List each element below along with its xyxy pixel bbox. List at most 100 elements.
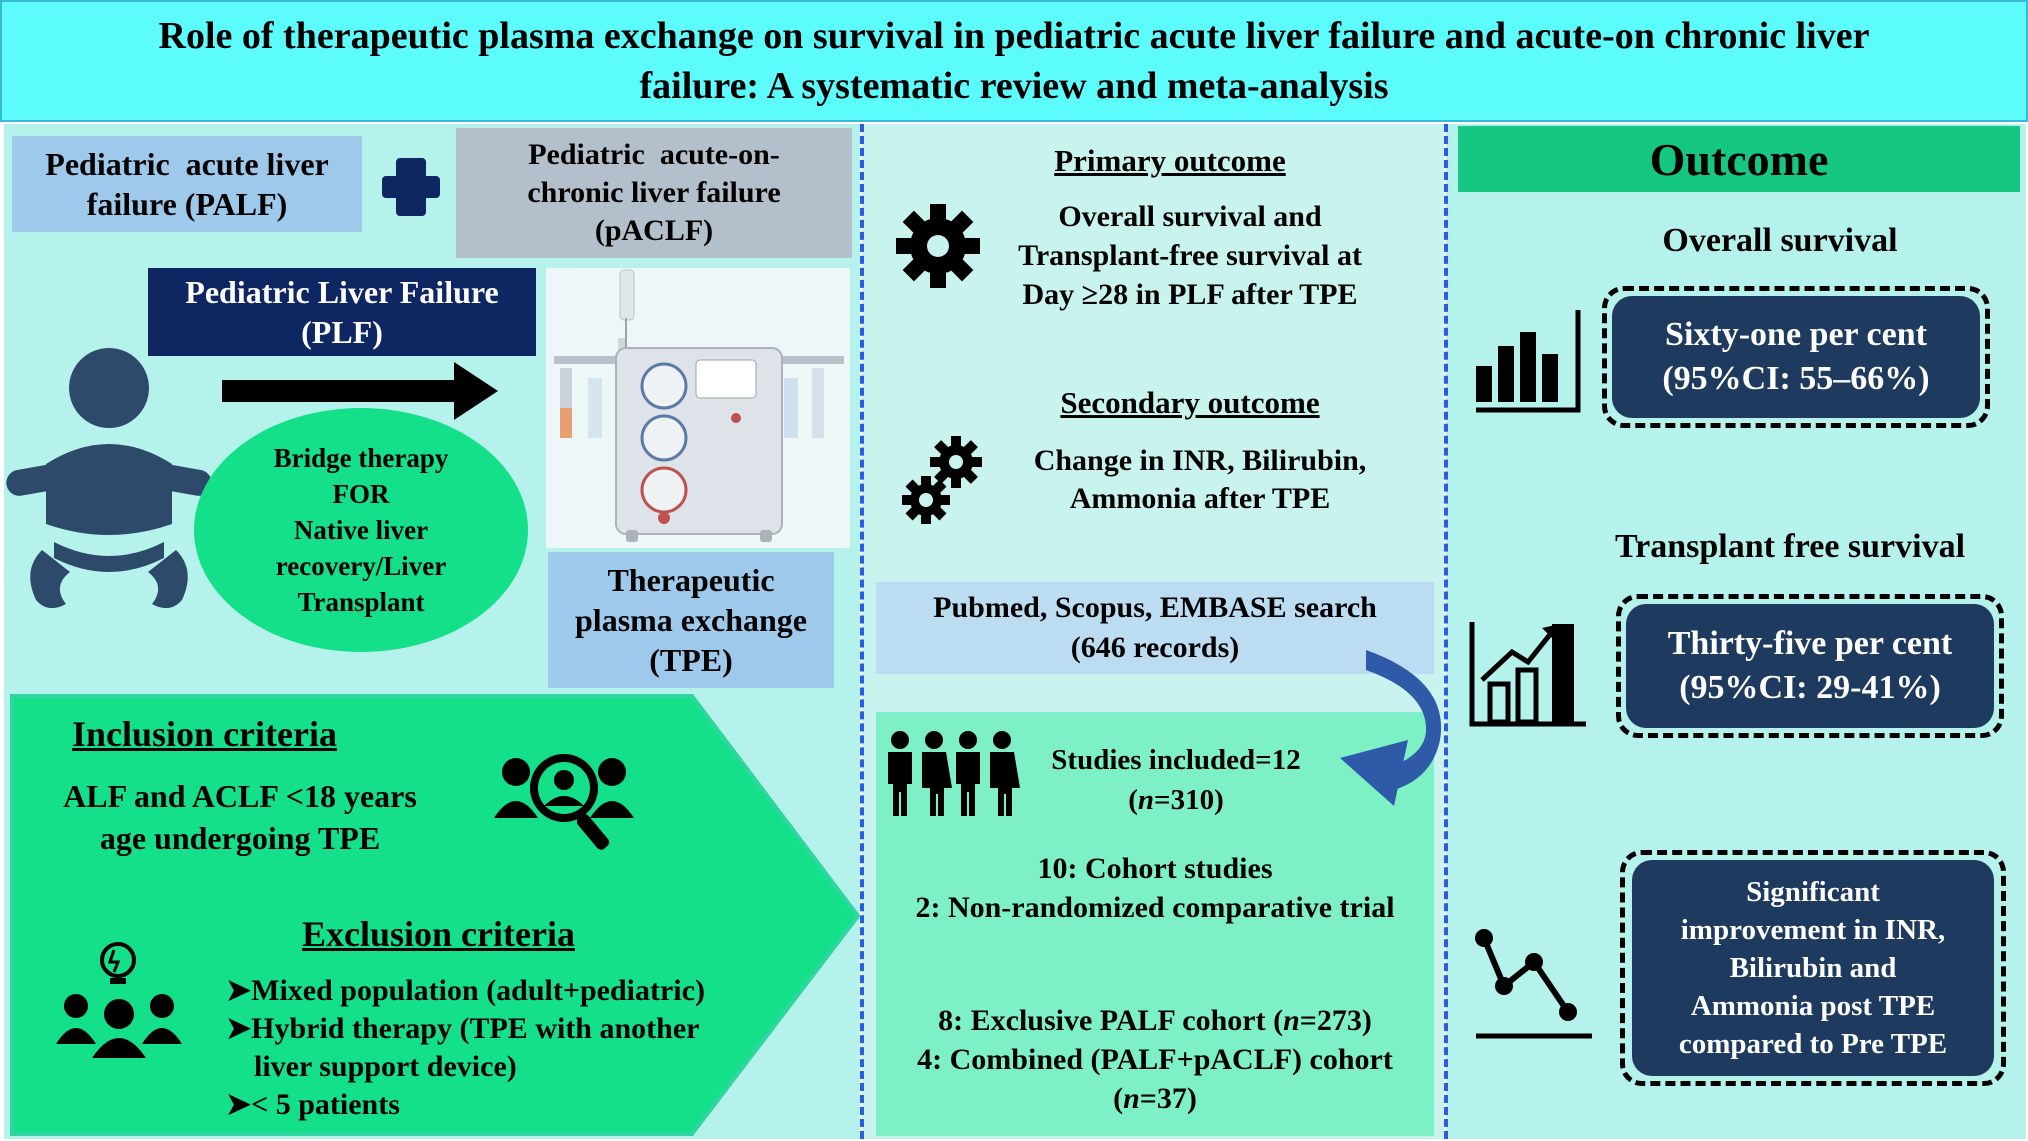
secondary-outcome-text: Change in INR, Bilirubin, Ammonia after … — [1000, 440, 1400, 520]
divider-right — [1444, 124, 1448, 1139]
bridge-therapy-ellipse: Bridge therapy FOR Native liver recovery… — [194, 408, 528, 652]
exclusion-text-2: Hybrid therapy (TPE with another — [251, 1012, 700, 1045]
paclf-line-2: chronic liver failure — [527, 176, 781, 209]
exclusion-text-3: liver support device) — [254, 1050, 517, 1083]
combined-var: n — [1123, 1081, 1140, 1115]
tpe-line-2: plasma exchange — [575, 602, 807, 638]
team-idea-icon — [54, 940, 184, 1060]
exclusion-text-4: < 5 patients — [251, 1088, 400, 1121]
outcome-header: Outcome — [1458, 126, 2020, 192]
combined-cohort-line: 4: Combined (PALF+pACLF) cohort — [917, 1042, 1393, 1076]
improve-line-4: Ammonia post TPE — [1690, 990, 1936, 1022]
palf-cohort-line: 8: Exclusive PALF cohort (n=273) — [938, 1001, 1372, 1040]
primary-outcome-text: Overall survival and Transplant-free sur… — [990, 196, 1390, 314]
palf-cohort-suffix: =273) — [1299, 1003, 1372, 1037]
bridge-line-2: FOR — [332, 479, 390, 509]
studies-line-2: (n=310) — [1128, 784, 1224, 816]
primary-line-3: Day ≥28 in PLF after TPE — [1022, 277, 1358, 311]
secondary-outcome-title: Secondary outcome — [1060, 385, 1320, 420]
secondary-line-1: Change in INR, Bilirubin, — [1033, 444, 1367, 477]
exclusion-title: Exclusion criteria — [302, 914, 575, 954]
search-line-1: Pubmed, Scopus, EMBASE search — [933, 591, 1377, 624]
title-line-2: failure: A systematic review and meta-an… — [639, 65, 1389, 107]
studies-n-var: n — [1137, 784, 1155, 816]
palf-cohort-prefix: 8: Exclusive PALF cohort ( — [938, 1003, 1284, 1037]
studies-included: Studies included=12 (n=310) — [1036, 734, 1316, 826]
combined-n-line: (n=37) — [1113, 1081, 1197, 1115]
bar-chart-icon — [1474, 304, 1586, 416]
curved-arrow-icon — [1340, 640, 1454, 806]
inclusion-line-1: ALF and ACLF <18 years — [63, 778, 417, 814]
inclusion-text: ALF and ACLF <18 years age undergoing TP… — [40, 772, 440, 862]
cohort-type-text: 8: Exclusive PALF cohort (n=273) 4: Comb… — [880, 1000, 1430, 1118]
arrowhead-icon: ➤ — [226, 1012, 252, 1045]
exclusion-item-2: ➤Hybrid therapy (TPE with another — [226, 1010, 705, 1048]
tpe-label: Therapeutic plasma exchange (TPE) — [548, 552, 834, 688]
arrowhead-icon: ➤ — [226, 974, 252, 1007]
tfs-dashed-frame — [1616, 594, 2004, 738]
tfs-label: Transplant free survival — [1614, 528, 1966, 565]
exclusion-text-1: Mixed population (adult+pediatric) — [251, 974, 705, 1007]
exclusion-item-1: ➤Mixed population (adult+pediatric) — [226, 972, 705, 1010]
improvement-dashed-frame — [1620, 850, 2006, 1086]
plf-label: Pediatric Liver Failure (PLF) — [148, 268, 536, 356]
studies-line-1: Studies included=12 — [1051, 744, 1301, 776]
secondary-line-2: Ammonia after TPE — [1069, 482, 1331, 515]
arrow-right-icon — [222, 362, 498, 420]
criteria-panel — [6, 694, 862, 1140]
primary-outcome-title: Primary outcome — [1054, 143, 1286, 178]
paclf-line-1: Pediatric acute-on- — [528, 138, 780, 171]
tfs-box: Thirty-five per cent (95%CI: 29-41%) — [1626, 604, 1994, 728]
improve-line-3: Bilirubin and — [1729, 952, 1897, 984]
inclusion-line-2: age undergoing TPE — [99, 820, 381, 856]
title-banner: Role of therapeutic plasma exchange on s… — [0, 0, 2028, 122]
tpe-line-1: Therapeutic — [607, 562, 775, 598]
primary-line-2: Transplant-free survival at — [1018, 238, 1362, 272]
overall-line-1: Sixty-one per cent — [1665, 316, 1927, 353]
gear-icon — [896, 204, 980, 288]
tpe-line-3: (TPE) — [649, 642, 733, 678]
palf-cohort-var: n — [1283, 1003, 1300, 1037]
bridge-line-1: Bridge therapy — [273, 443, 449, 473]
family-icon — [884, 730, 1020, 816]
search-person-icon — [494, 744, 634, 854]
overall-survival-label: Overall survival — [1662, 222, 1898, 259]
improve-line-2: improvement in INR, — [1680, 914, 1946, 946]
line-chart-icon — [1474, 926, 1596, 1040]
inclusion-title: Inclusion criteria — [72, 714, 337, 754]
study-design-text: 10: Cohort studies 2: Non-randomized com… — [880, 848, 1430, 928]
title-line-1: Role of therapeutic plasma exchange on s… — [158, 15, 1870, 57]
primary-line-1: Overall survival and — [1058, 199, 1322, 233]
improve-line-5: compared to Pre TPE — [1678, 1028, 1948, 1060]
paclf-line-3: (pACLF) — [594, 214, 714, 247]
arrowhead-icon: ➤ — [226, 1088, 252, 1121]
growth-chart-icon — [1468, 618, 1590, 730]
combined-suffix: =37) — [1139, 1081, 1197, 1115]
exclusion-item-4: ➤< 5 patients — [226, 1086, 705, 1124]
search-line-2: (646 records) — [1070, 631, 1240, 664]
overall-dashed-frame — [1602, 286, 1990, 428]
improve-line-1: Significant — [1746, 876, 1880, 908]
tfs-line-2: (95%CI: 29-41%) — [1679, 669, 1941, 706]
plus-icon — [378, 154, 444, 220]
tfs-line-1: Thirty-five per cent — [1667, 625, 1953, 662]
palf-line-1: Pediatric acute liver — [45, 146, 329, 182]
bridge-line-4: recovery/Liver — [275, 551, 447, 581]
database-search-box: Pubmed, Scopus, EMBASE search (646 recor… — [876, 582, 1434, 674]
plf-line-1: Pediatric Liver Failure — [185, 274, 499, 310]
plf-line-2: (PLF) — [301, 314, 383, 350]
exclusion-item-3: liver support device) — [226, 1048, 705, 1086]
overall-survival-box: Sixty-one per cent (95%CI: 55–66%) — [1612, 296, 1980, 418]
palf-line-2: failure (PALF) — [86, 186, 288, 222]
bridge-line-5: Transplant — [297, 587, 425, 617]
exclusion-list: ➤Mixed population (adult+pediatric) ➤Hyb… — [226, 972, 705, 1124]
studies-n-val: =310 — [1154, 784, 1215, 816]
overall-line-2: (95%CI: 55–66%) — [1662, 360, 1930, 397]
cohort-line-1: 10: Cohort studies — [1037, 852, 1273, 885]
baby-icon — [6, 346, 212, 616]
bridge-line-3: Native liver — [293, 515, 429, 545]
tpe-machine-icon — [546, 268, 850, 548]
improvement-box: Significant improvement in INR, Bilirubi… — [1632, 860, 1994, 1076]
divider-left — [860, 124, 864, 1139]
paclf-label: Pediatric acute-on- chronic liver failur… — [456, 128, 852, 258]
